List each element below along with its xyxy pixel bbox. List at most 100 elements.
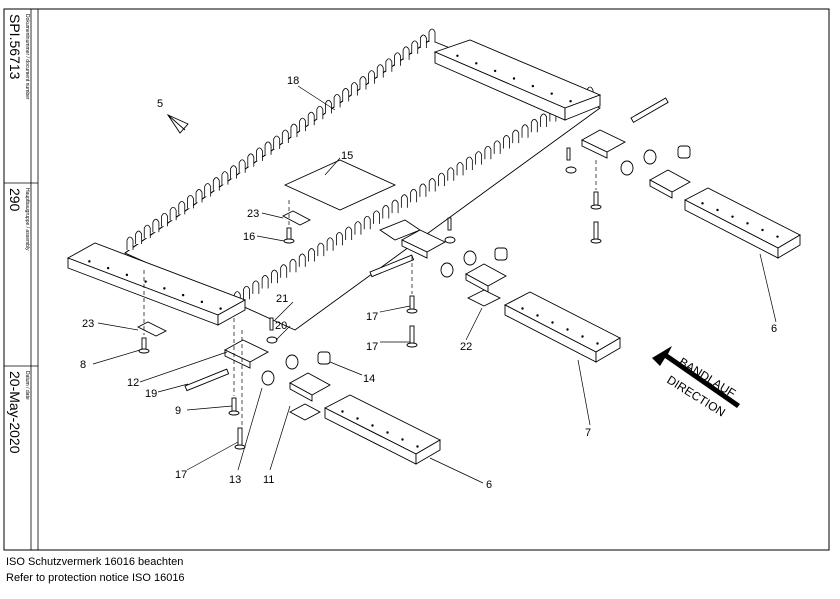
rack-tooth [503, 135, 510, 149]
doc-number-caption: Dokumentnummer / document number [24, 14, 30, 100]
rack-tooth [299, 117, 306, 132]
pad-hole [550, 92, 553, 95]
pad-hole [125, 273, 129, 277]
rack-tooth [252, 280, 260, 294]
pad-hole [356, 417, 359, 420]
pad-hole [341, 410, 344, 413]
callout-6-right: 6 [771, 323, 777, 335]
date-caption: Datum / date [24, 371, 30, 400]
view-arrow-5 [166, 113, 189, 134]
rack-tooth [354, 221, 362, 235]
rack-tooth [419, 183, 427, 197]
pad-hole [569, 100, 572, 103]
rack-tooth [373, 210, 380, 224]
lower-rack-teeth [224, 86, 594, 310]
callout-23-left: 23 [82, 318, 94, 330]
pad-hole [701, 202, 704, 205]
rack-tooth [308, 248, 315, 262]
rack-tooth [447, 167, 455, 181]
pad-hole [731, 215, 734, 218]
rack-tooth [521, 124, 529, 138]
callout-5: 5 [157, 98, 163, 110]
right-crossbeam [433, 39, 602, 121]
rack-tooth [368, 70, 375, 84]
rack-tooth [273, 135, 281, 149]
rack-tooth [456, 161, 464, 176]
rack-tooth [400, 194, 408, 208]
rack-tooth [169, 206, 177, 221]
rack-tooth [135, 230, 143, 245]
rack-tooth [230, 165, 237, 179]
bushings [261, 145, 691, 386]
callout-7: 7 [585, 427, 591, 439]
rack-tooth [394, 52, 401, 66]
rack-tooth [289, 258, 297, 273]
direction-arrow [652, 346, 740, 408]
pad-hole [551, 321, 554, 324]
rack-tooth [143, 224, 151, 239]
callout-8: 8 [80, 359, 86, 371]
rack-tooth [212, 177, 220, 191]
pad-hole [512, 77, 516, 80]
rack-tooth [402, 46, 410, 60]
rack-tooth [243, 285, 250, 300]
rack-tooth [281, 129, 289, 144]
upper-rack-teeth [126, 28, 436, 250]
rack-tooth [152, 218, 160, 233]
rack-tooth [475, 151, 483, 165]
rack-tooth [298, 253, 306, 267]
rack-tooth [264, 141, 272, 155]
rack-tooth [325, 99, 332, 114]
rack-tooth [465, 156, 473, 170]
callout-11: 11 [263, 474, 274, 486]
callout-18: 18 [287, 75, 299, 87]
pad-hole [219, 307, 222, 310]
rack-tooth [307, 111, 315, 126]
hinge-middle [401, 229, 507, 307]
callout-15: 15 [341, 150, 353, 162]
rack-tooth [256, 147, 263, 161]
pad-6-bottom [324, 394, 441, 465]
assembly-number: 290 [7, 188, 23, 212]
pad-hole [401, 438, 404, 441]
rack-tooth [350, 82, 358, 96]
pad-hole [144, 280, 147, 283]
outer-frame [3, 8, 830, 551]
rack-tooth [530, 118, 538, 133]
date-value: 20-May-2020 [7, 371, 23, 454]
pad-7 [504, 291, 621, 363]
rack-tooth [493, 140, 501, 154]
title-block: Dokumentnummer / document number SPI.567… [7, 14, 30, 454]
rack-tooth [411, 40, 419, 54]
rack-tooth [428, 178, 436, 192]
pad-hole [531, 84, 535, 88]
rack-tooth [290, 123, 298, 138]
rack-tooth [271, 269, 278, 284]
pad-hole [536, 314, 539, 317]
callout-17-middle-lower: 17 [366, 341, 378, 353]
callout-13: 13 [229, 474, 241, 486]
callout-16: 16 [243, 231, 255, 243]
pins [136, 97, 669, 450]
pad-hole [106, 266, 110, 270]
callout-labels: 5 18 15 23 16 23 8 12 19 21 20 9 17 13 1… [80, 75, 777, 491]
rack-tooth [316, 105, 324, 120]
pad-hole [456, 54, 459, 57]
pad-hole [200, 300, 204, 304]
pad-holes [88, 54, 779, 448]
pad-hole [581, 335, 584, 338]
rack-tooth [342, 88, 350, 102]
doc-number: SPI.56713 [7, 14, 23, 80]
rack-tooth [419, 34, 427, 48]
rack-tooth [385, 58, 393, 72]
hinge-lower [224, 339, 331, 421]
rack-tooth [391, 199, 399, 214]
pad-hole [521, 307, 524, 310]
rack-tooth [178, 200, 186, 215]
pad-hole [371, 424, 374, 427]
pad-hole [475, 62, 478, 65]
rack-tooth [376, 64, 384, 78]
pad-hole [596, 342, 599, 345]
